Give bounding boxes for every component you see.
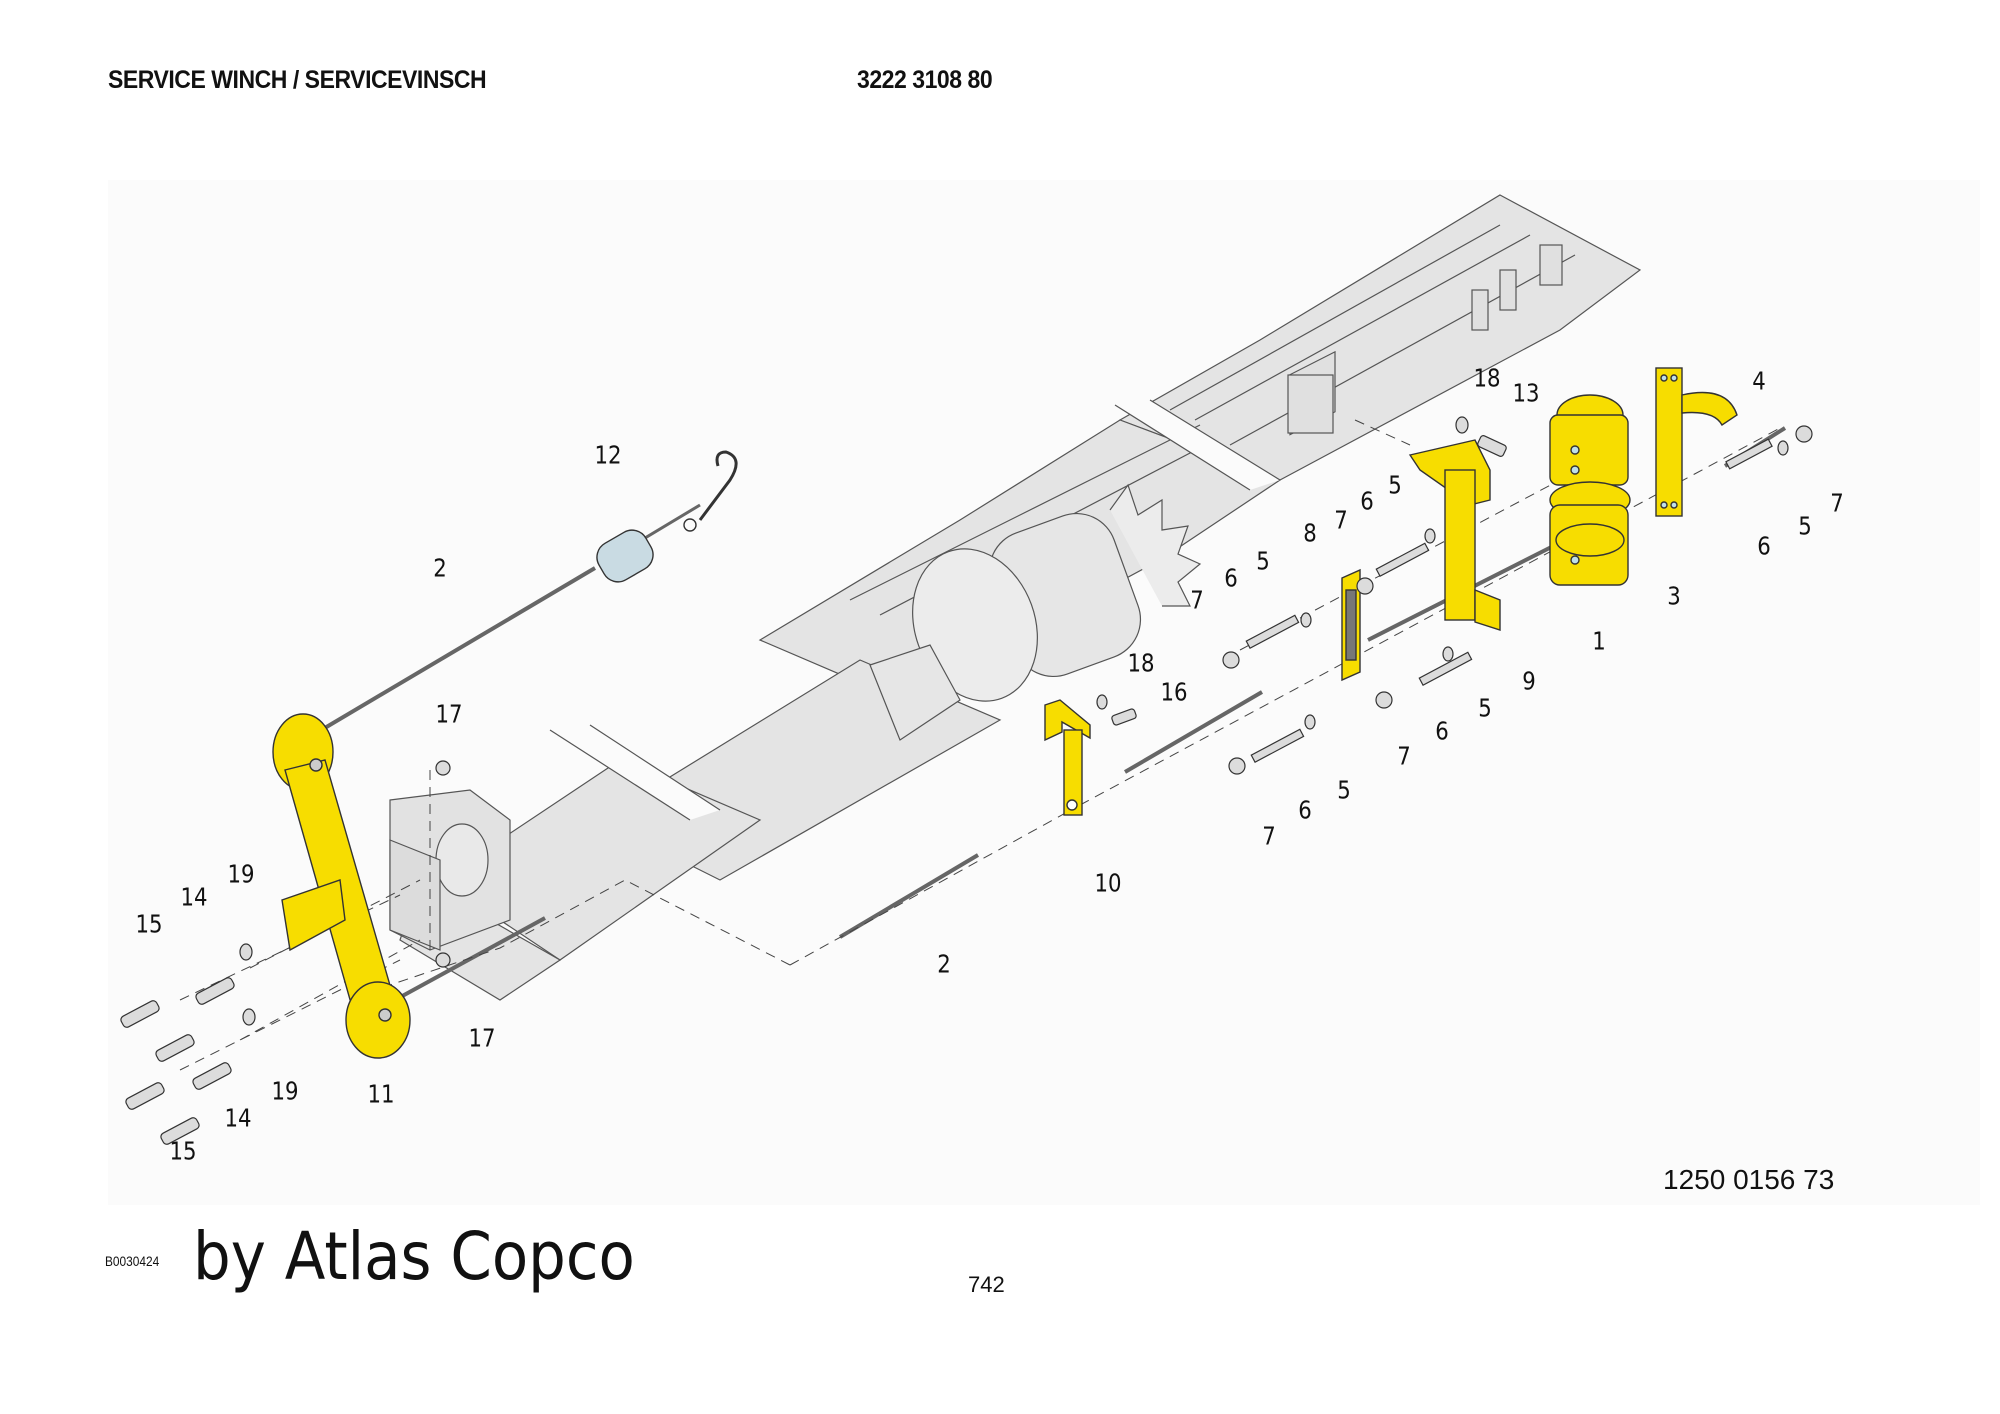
bolt-15 — [120, 1000, 160, 1028]
bolt-14 — [192, 1062, 232, 1090]
nut-17 — [435, 760, 451, 776]
callout-5: 5 — [1478, 693, 1492, 723]
callout-1: 1 — [1592, 626, 1606, 656]
callout-6: 6 — [1757, 531, 1771, 561]
beam-plate — [1499, 269, 1517, 311]
callout-13: 13 — [1512, 378, 1540, 408]
callout-2: 2 — [937, 949, 951, 979]
washer-5 — [1777, 440, 1789, 456]
nut-17 — [435, 952, 451, 968]
callout-17: 17 — [468, 1023, 496, 1053]
stud-6 — [1250, 728, 1305, 764]
nut-7 — [1228, 757, 1246, 775]
page-title: SERVICE WINCH / SERVICEVINSCH — [108, 66, 487, 94]
callout-7: 7 — [1397, 741, 1411, 771]
stud-6 — [1245, 614, 1300, 650]
beam-end-block — [389, 789, 511, 951]
callout-17: 17 — [435, 699, 463, 729]
bolt-13 — [1477, 435, 1507, 457]
callout-15: 15 — [169, 1136, 197, 1166]
bolt-14 — [195, 977, 235, 1005]
beam-plate — [1287, 374, 1334, 434]
drawing-number: 1250 0156 73 — [1663, 1164, 1835, 1195]
washer-19 — [239, 943, 253, 961]
callout-14: 14 — [180, 882, 208, 912]
stud-6 — [1418, 651, 1473, 687]
washer-5 — [1300, 612, 1312, 628]
washer-5 — [1424, 528, 1436, 544]
fasteners — [120, 416, 1813, 1145]
washer-19 — [242, 1008, 256, 1026]
callout-7: 7 — [1334, 505, 1348, 535]
callout-18: 18 — [1473, 363, 1501, 393]
callout-4: 4 — [1752, 366, 1766, 396]
winch-motor-body — [1549, 414, 1629, 486]
sprocket-wheel — [1109, 483, 1202, 607]
drive-cover — [912, 548, 1038, 702]
callout-6: 6 — [1360, 486, 1374, 516]
end-plate — [389, 839, 441, 951]
callout-10: 10 — [1094, 868, 1122, 898]
ball-weight — [596, 529, 654, 583]
callout-8: 8 — [1303, 518, 1317, 548]
callout-3: 3 — [1667, 581, 1681, 611]
beam-plate — [1471, 289, 1489, 331]
bracket-part-8 — [1341, 568, 1361, 682]
callout-7: 7 — [1830, 488, 1844, 518]
washer-5 — [1304, 714, 1316, 730]
nut-7 — [1795, 425, 1813, 443]
bracket-part-10 — [1044, 699, 1091, 816]
washer-5 — [1442, 646, 1454, 662]
watermark: by Atlas Copco — [193, 1218, 635, 1295]
drive-bracket — [869, 644, 961, 741]
callout-14: 14 — [224, 1103, 252, 1133]
stud-6 — [1375, 542, 1430, 578]
diagram-panel — [108, 180, 1980, 1205]
callout-6: 6 — [1435, 716, 1449, 746]
callout-7: 7 — [1262, 821, 1276, 851]
hook-assembly — [596, 450, 738, 583]
callout-12: 12 — [594, 440, 622, 470]
callout-15: 15 — [135, 909, 163, 939]
washer-18 — [1455, 416, 1469, 434]
nut-7 — [1356, 577, 1374, 595]
page-number: 742 — [968, 1272, 1005, 1297]
sheave-arm-part-11 — [272, 713, 411, 1059]
callout-6: 6 — [1298, 795, 1312, 825]
image-code: B0030424 — [105, 1253, 160, 1269]
nut-7 — [1222, 651, 1240, 669]
washer-18 — [1096, 694, 1108, 710]
bolt-16 — [1111, 708, 1137, 726]
bracket-part-9 — [1408, 439, 1501, 631]
callout-11: 11 — [367, 1079, 395, 1109]
callout-19: 19 — [227, 859, 255, 889]
bracket-part-4 — [1655, 367, 1738, 517]
bolt-15 — [160, 1117, 200, 1145]
beam-plate — [1539, 244, 1563, 286]
drive-motor — [869, 483, 1202, 741]
callout-18: 18 — [1127, 648, 1155, 678]
callout-9: 9 — [1522, 666, 1536, 696]
callout-5: 5 — [1388, 470, 1402, 500]
nut-7 — [1375, 691, 1393, 709]
bolt-15 — [125, 1082, 165, 1110]
winch-unit — [1549, 394, 1631, 586]
break-lines — [549, 399, 1281, 821]
callout-5: 5 — [1337, 775, 1351, 805]
bolt-15 — [155, 1034, 195, 1062]
callout-19: 19 — [271, 1076, 299, 1106]
callout-5: 5 — [1256, 546, 1270, 576]
hook-icon — [698, 450, 738, 521]
wire-rope — [316, 426, 1787, 1002]
callout-5: 5 — [1798, 511, 1812, 541]
part-number: 3222 3108 80 — [857, 66, 993, 94]
callout-7: 7 — [1190, 585, 1204, 615]
callout-6: 6 — [1224, 563, 1238, 593]
callout-2: 2 — [433, 553, 447, 583]
callout-16: 16 — [1160, 677, 1188, 707]
stud-6 — [1725, 438, 1773, 470]
